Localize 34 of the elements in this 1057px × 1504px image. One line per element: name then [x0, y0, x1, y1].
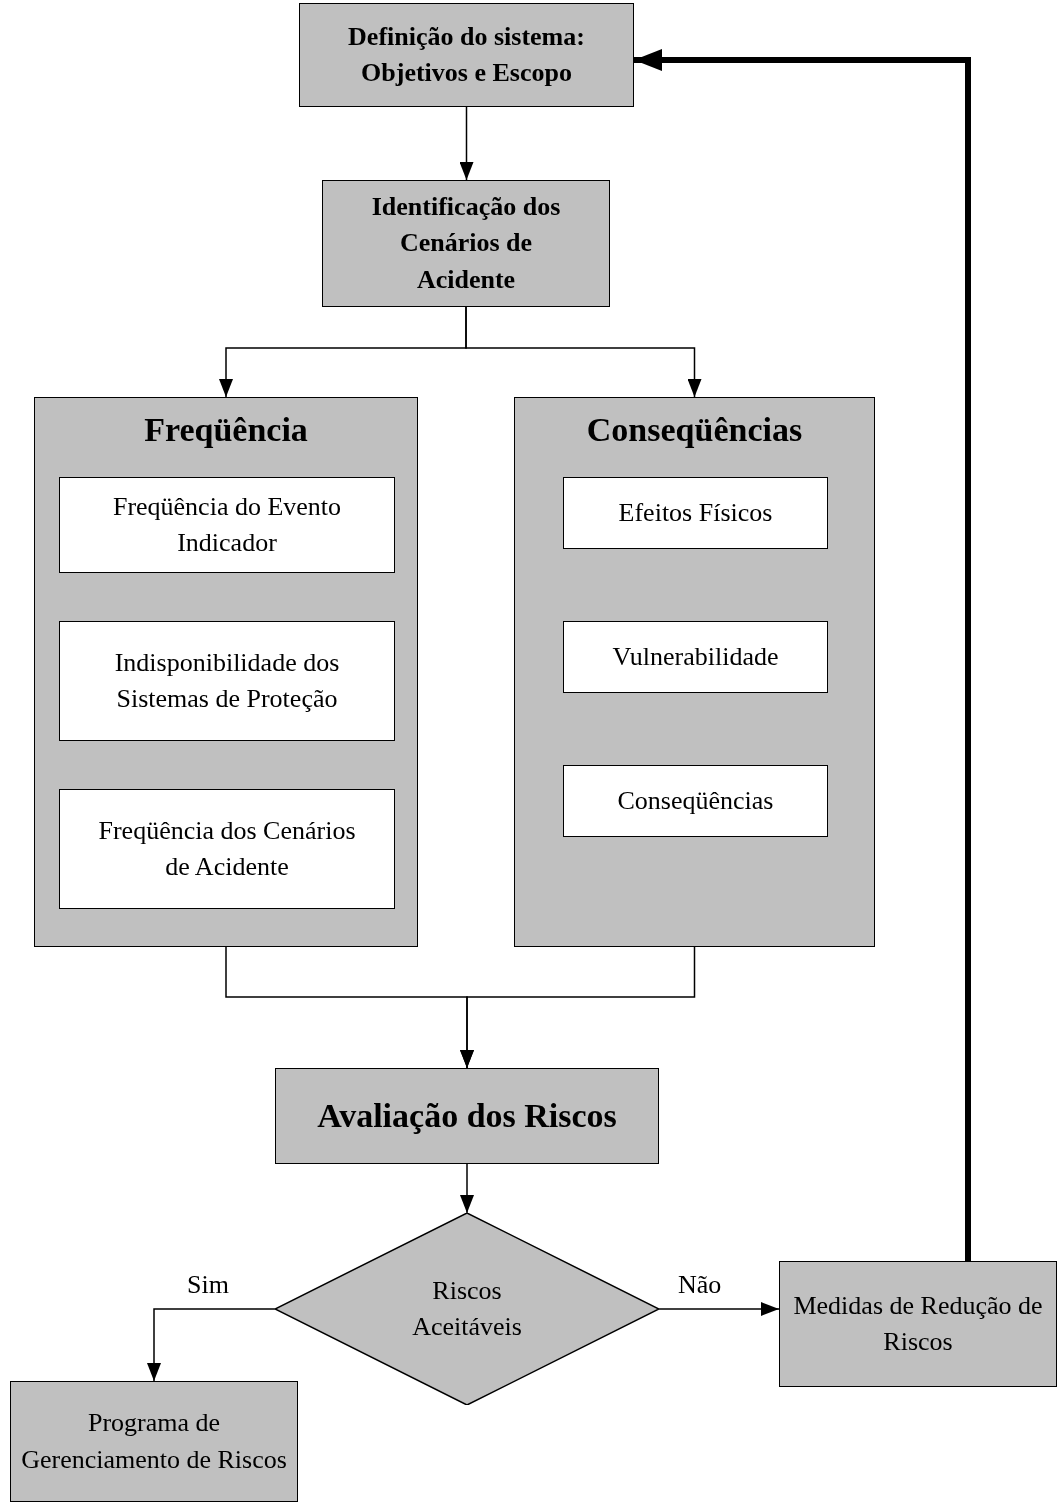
- node-text: Programa de Gerenciamento de Riscos: [20, 1407, 288, 1476]
- arrow: [460, 1163, 474, 1214]
- process-box: [779, 1261, 1057, 1387]
- arrow: [658, 1302, 780, 1316]
- panel-heading: Freqüência: [143, 410, 309, 450]
- node-text: Definição do sistema: Objetivos e Escopo: [347, 20, 586, 89]
- process-box: [59, 477, 395, 573]
- node-text: Efeitos Físicos: [617, 496, 774, 529]
- node-text: Freqüência do Evento Indicador: [111, 490, 343, 559]
- arrow: [465, 306, 702, 398]
- process-box: [322, 180, 610, 307]
- group-panel: [34, 397, 418, 947]
- arrow: [147, 1308, 276, 1382]
- process-box: [275, 1068, 659, 1164]
- node-text: Conseqüências: [616, 784, 775, 817]
- node-text: Avaliação dos Riscos: [316, 1096, 618, 1137]
- arrow: [459, 106, 474, 181]
- process-box: [59, 621, 395, 741]
- panel-heading: Conseqüências: [585, 410, 804, 450]
- process-box: [563, 477, 828, 549]
- node-text: Riscos Aceitáveis: [411, 1274, 523, 1343]
- group-panel: [514, 397, 875, 947]
- process-box: [10, 1381, 298, 1502]
- node-text: Freqüência dos Cenários de Acidente: [97, 814, 357, 883]
- arrow: [634, 49, 971, 1261]
- node-text: Identificação dos Cenários de Acidente: [370, 190, 562, 296]
- node-text: Indisponibilidade dos Sistemas de Proteção: [113, 646, 341, 715]
- node-text: Medidas de Redução de Riscos: [792, 1289, 1044, 1358]
- node-text: Vulnerabilidade: [611, 640, 780, 673]
- process-box: [563, 621, 828, 693]
- arrow: [460, 946, 696, 1069]
- process-box: [299, 3, 634, 107]
- process-box: [563, 765, 828, 837]
- process-box: [59, 789, 395, 909]
